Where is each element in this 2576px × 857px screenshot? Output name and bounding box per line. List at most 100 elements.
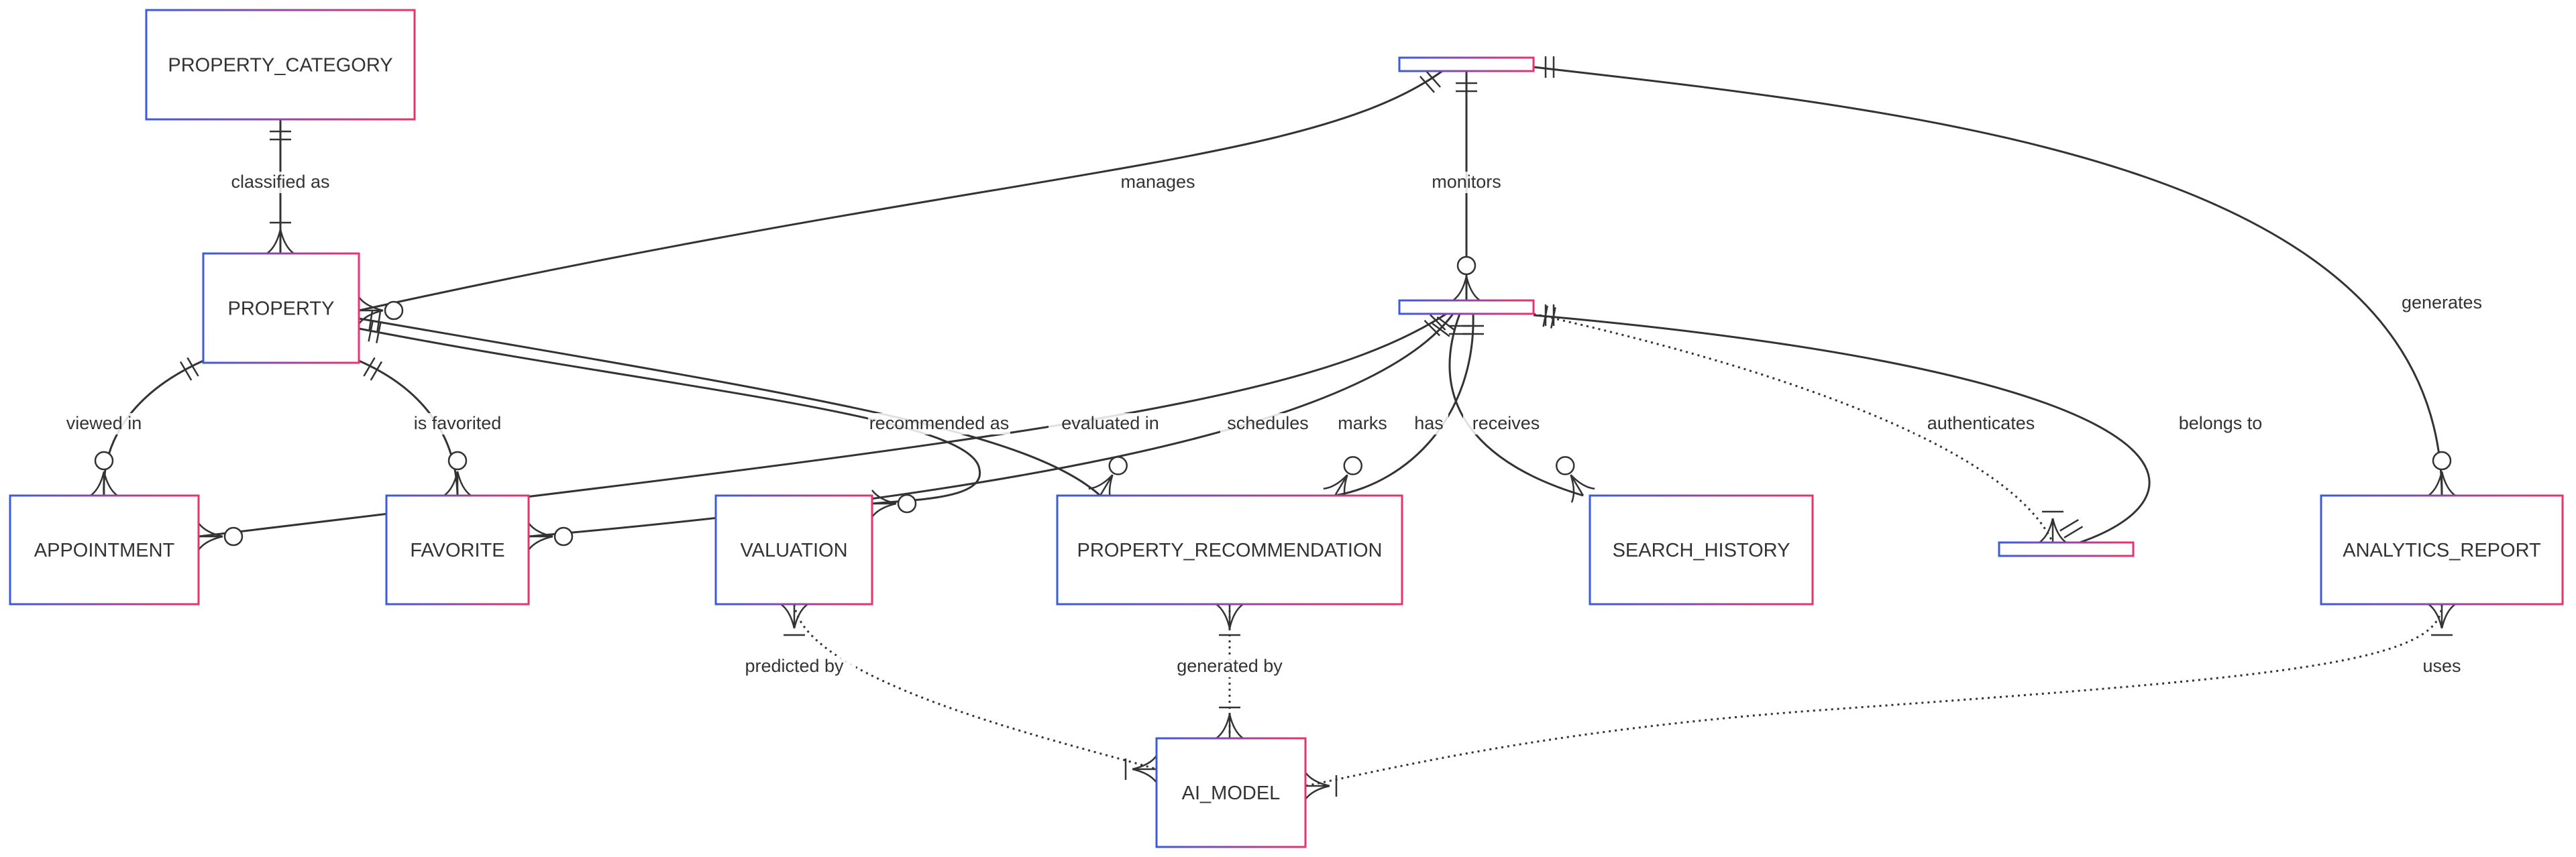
entity-box bbox=[1056, 494, 1403, 606]
many-crow-foot-prong bbox=[2440, 471, 2456, 497]
many-crow-foot-prong bbox=[871, 490, 897, 505]
cardinality-generates-target bbox=[2428, 451, 2456, 497]
relationship-label: marks bbox=[1338, 413, 1387, 433]
edge-generates bbox=[1533, 66, 2443, 496]
label-background bbox=[1168, 656, 1291, 677]
entity-analytics-report[interactable]: ANALYTICS_REPORT bbox=[2320, 494, 2564, 606]
entity-ai-model[interactable]: AI_MODEL bbox=[1155, 737, 1307, 848]
one-cardinality-bar bbox=[2063, 526, 2084, 538]
entity-label: SEARCH_HISTORY bbox=[1613, 540, 1790, 561]
many-crow-foot-prong bbox=[527, 522, 553, 538]
cardinality-classified-as-source bbox=[270, 130, 291, 141]
label-background bbox=[1220, 413, 1316, 435]
cardinality-is-favorited-source bbox=[363, 357, 383, 381]
entity-search-history[interactable]: SEARCH_HISTORY bbox=[1589, 494, 1814, 606]
many-crow-foot-prong bbox=[1228, 713, 1244, 740]
edge-recommended-as bbox=[358, 317, 1102, 497]
entity-box bbox=[1398, 56, 1535, 72]
entity-label: APPOINTMENT bbox=[34, 540, 175, 561]
label-background bbox=[214, 172, 347, 193]
cardinality-viewed-in-target bbox=[90, 451, 118, 497]
entity-property-category[interactable]: PROPERTY_CATEGORY bbox=[145, 9, 416, 121]
relationship-label-schedules: schedules bbox=[1220, 413, 1316, 435]
relationship-label: generated by bbox=[1177, 656, 1283, 676]
cardinality-belongs-to-source bbox=[1544, 304, 1555, 326]
relationship-label: generates bbox=[2402, 292, 2482, 312]
entity-label: PROPERTY_CATEGORY bbox=[168, 55, 392, 76]
cardinality-predicted-by-source bbox=[780, 603, 808, 636]
cardinality-schedules-target bbox=[197, 522, 244, 551]
relationship-label-generated-by: generated by bbox=[1168, 656, 1291, 677]
cardinality-marks-target bbox=[527, 522, 574, 551]
edge-predicted-by bbox=[793, 604, 1157, 770]
relationship-label-manages: manages bbox=[1120, 172, 1196, 193]
label-background bbox=[1409, 413, 1448, 435]
relationship-label: manages bbox=[1120, 172, 1195, 192]
label-background bbox=[733, 656, 856, 677]
one-cardinality-bar bbox=[376, 321, 382, 343]
one-cardinality-bar bbox=[363, 357, 376, 377]
edge-manages bbox=[358, 70, 1443, 312]
zero-cardinality-circle bbox=[897, 494, 917, 514]
label-background bbox=[56, 413, 152, 435]
zero-cardinality-circle bbox=[1108, 456, 1128, 475]
edge-authenticates bbox=[1533, 312, 2054, 543]
many-crow-foot-prong bbox=[197, 535, 223, 551]
relationship-label: predicted by bbox=[745, 656, 844, 676]
many-crow-foot-prong bbox=[266, 229, 282, 255]
entity-property-recommendation[interactable]: PROPERTY_RECOMMENDATION bbox=[1056, 494, 1403, 606]
one-cardinality-bar bbox=[1419, 75, 1435, 93]
label-background bbox=[2168, 413, 2273, 435]
cardinality-marks-source bbox=[1432, 316, 1455, 337]
entity-session[interactable] bbox=[1998, 541, 2135, 557]
entity-label: FAVORITE bbox=[410, 540, 504, 561]
relationship-label: is favorited bbox=[414, 413, 502, 433]
relationship-label: uses bbox=[2422, 656, 2461, 676]
many-crow-foot-prong bbox=[1570, 474, 1575, 503]
relationship-label: evaluated in bbox=[1061, 413, 1159, 433]
zero-cardinality-circle bbox=[94, 451, 114, 471]
zero-cardinality-circle bbox=[1343, 456, 1363, 475]
entity-box bbox=[714, 494, 873, 606]
cardinality-generated-by-target bbox=[1216, 706, 1244, 740]
relationship-label-recommended-as: recommended as bbox=[868, 413, 1010, 435]
relationship-label: schedules bbox=[1227, 413, 1309, 433]
cardinality-manages-target bbox=[358, 296, 404, 325]
relationship-label: viewed in bbox=[66, 413, 142, 433]
edge-viewed-in bbox=[103, 359, 204, 496]
many-crow-foot-prong bbox=[527, 535, 553, 551]
many-crow-foot-prong bbox=[1452, 276, 1468, 302]
one-cardinality-bar bbox=[1430, 314, 1446, 331]
cardinality-predicted-by-target bbox=[1124, 755, 1158, 783]
cardinality-receives-source bbox=[1449, 325, 1470, 335]
relationship-label: has bbox=[1414, 413, 1444, 433]
cardinality-receives-target bbox=[1555, 456, 1595, 503]
label-background bbox=[1120, 172, 1196, 193]
one-cardinality-bar bbox=[1425, 70, 1441, 88]
relationship-label-belongs-to: belongs to bbox=[2168, 413, 2273, 435]
cardinality-belongs-to-target bbox=[2059, 518, 2084, 538]
entity-property[interactable]: PROPERTY bbox=[202, 252, 360, 364]
many-crow-foot-prong bbox=[1304, 772, 1330, 787]
entity-appointment[interactable]: APPOINTMENT bbox=[9, 494, 200, 606]
many-crow-foot-prong bbox=[2440, 603, 2456, 629]
label-background bbox=[1334, 413, 1391, 435]
relationship-label-marks: marks bbox=[1334, 413, 1391, 435]
cardinality-evaluated-in-source bbox=[368, 320, 382, 343]
zero-cardinality-circle bbox=[1555, 456, 1575, 475]
cardinality-markers bbox=[90, 56, 2456, 800]
entity-admin[interactable] bbox=[1398, 56, 1535, 72]
cardinality-monitors-target bbox=[1452, 255, 1481, 302]
many-crow-foot-prong bbox=[443, 471, 459, 497]
relationship-label-classified-as: classified as bbox=[214, 172, 347, 193]
entity-favorite[interactable]: FAVORITE bbox=[385, 494, 530, 606]
zero-cardinality-circle bbox=[2432, 451, 2452, 471]
entity-valuation[interactable]: VALUATION bbox=[714, 494, 873, 606]
entity-label: AI_MODEL bbox=[1182, 783, 1281, 804]
entity-user[interactable] bbox=[1398, 299, 1535, 315]
many-crow-foot-prong bbox=[1465, 276, 1481, 302]
many-crow-foot-prong bbox=[793, 603, 808, 629]
entity-box bbox=[9, 494, 200, 606]
one-cardinality-bar bbox=[186, 357, 199, 377]
cardinality-uses-target bbox=[1304, 772, 1338, 800]
